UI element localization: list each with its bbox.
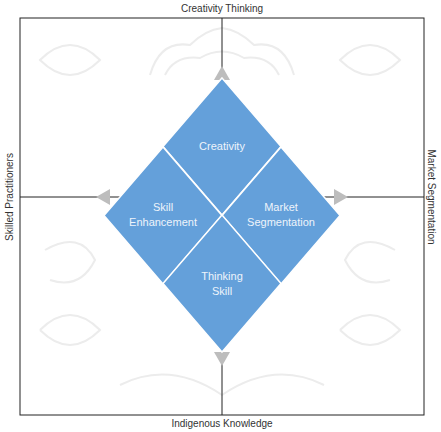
frame	[20, 18, 424, 415]
quadrant-label: Market Segmentation	[247, 200, 315, 230]
quadrant-label: Creativity	[199, 139, 245, 154]
axis-label: Indigenous Knowledge	[169, 418, 274, 430]
diamond-shape	[163, 215, 281, 352]
axis-label: Skilled Practitioners	[4, 151, 16, 243]
arrowhead	[214, 352, 230, 366]
arrowhead	[96, 189, 110, 205]
axis-label: Creativity Thinking	[179, 3, 265, 15]
axis-label: Market Segmentation	[425, 147, 437, 246]
diamond-fill	[163, 215, 281, 352]
quadrant-label: Thinking Skill	[201, 269, 243, 299]
emblem-watermark	[40, 28, 400, 395]
axis-arrowheads	[96, 66, 348, 366]
quadrant-diamond: Thinking Skill	[163, 215, 281, 352]
arrowhead	[334, 189, 348, 205]
quadrant-label: Skill Enhancement	[129, 200, 197, 230]
